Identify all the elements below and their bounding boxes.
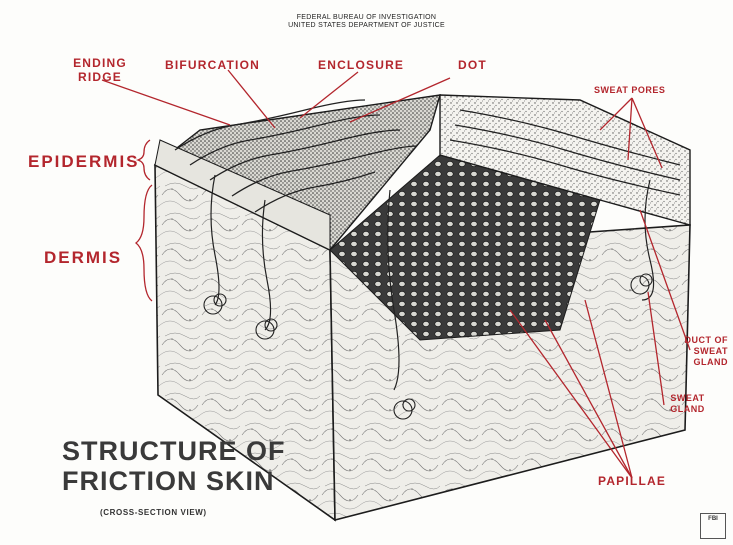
label-duct-line3: GLAND [668, 357, 728, 368]
diagram-subtitle: (CROSS-SECTION VIEW) [100, 508, 207, 517]
header-line-1: FEDERAL BUREAU OF INVESTIGATION [0, 14, 733, 21]
label-sweat-gland: SWEAT GLAND [660, 393, 715, 415]
label-bifurcation: BIFURCATION [165, 58, 260, 72]
label-duct-line1: DUCT OF [668, 335, 728, 346]
label-papillae: PAPILLAE [598, 474, 666, 488]
label-duct-of-sweat-gland: DUCT OF SWEAT GLAND [668, 335, 728, 368]
label-sweat-pores: SWEAT PORES [594, 85, 665, 95]
label-dot: DOT [458, 58, 487, 72]
label-ending-ridge-line1: ENDING [60, 56, 140, 70]
label-dermis: DERMIS [44, 248, 122, 268]
label-duct-line2: SWEAT [668, 346, 728, 357]
title-line-1: STRUCTURE OF [62, 436, 286, 466]
title-line-2: FRICTION SKIN [62, 466, 286, 496]
diagram-title: STRUCTURE OF FRICTION SKIN [62, 436, 286, 496]
header-line-2: UNITED STATES DEPARTMENT OF JUSTICE [0, 22, 733, 29]
label-ending-ridge-line2: RIDGE [60, 70, 140, 84]
label-gland-line2: GLAND [660, 404, 715, 415]
fbi-seal-logo: FBI [700, 513, 726, 539]
label-gland-line1: SWEAT [660, 393, 715, 404]
label-ending-ridge: ENDING RIDGE [60, 56, 140, 84]
label-enclosure: ENCLOSURE [318, 58, 404, 72]
label-epidermis: EPIDERMIS [28, 152, 140, 172]
